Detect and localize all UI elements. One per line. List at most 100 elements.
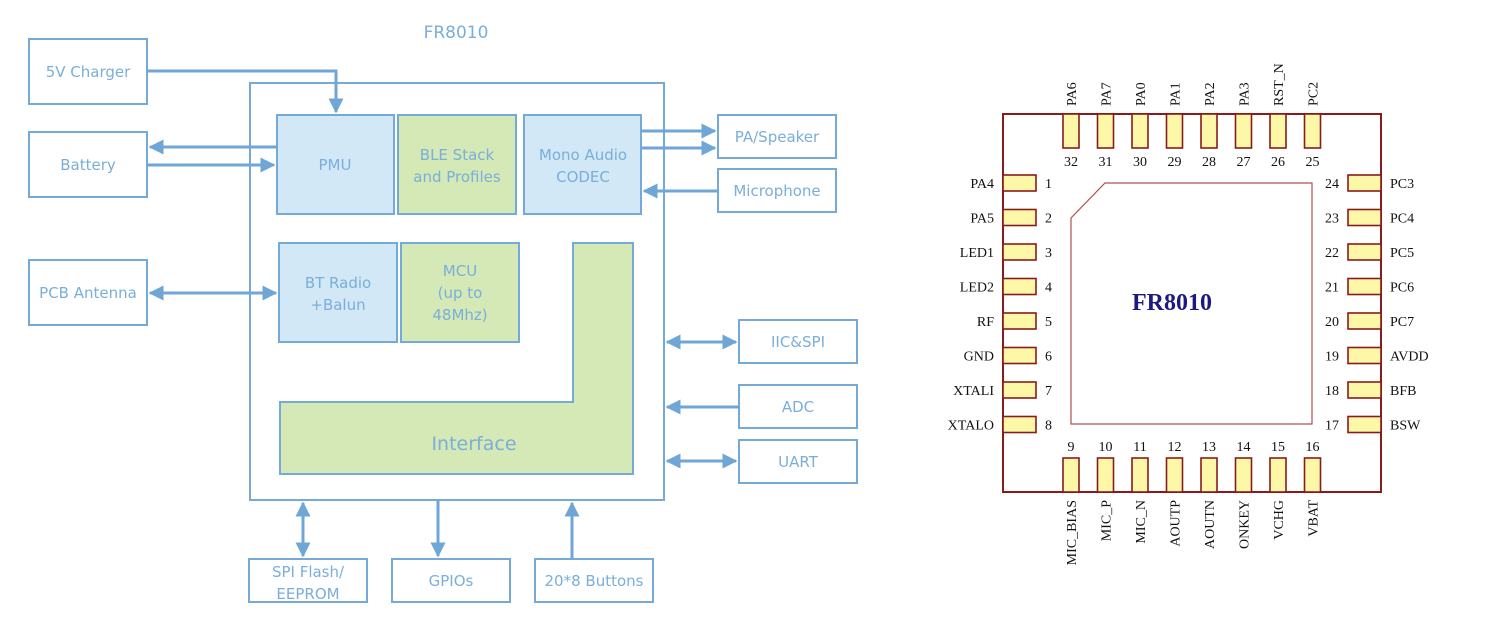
pin-pad <box>1096 457 1115 493</box>
pin-name: VCHG <box>1272 500 1287 540</box>
radio-label-line1: BT Radio <box>305 274 371 292</box>
pin-number: 9 <box>1068 440 1075 455</box>
pin-number: 31 <box>1099 155 1113 170</box>
pin-pad <box>1096 113 1115 149</box>
pin-pad <box>1002 381 1037 399</box>
spi-flash-label-line1: SPI Flash/ <box>272 563 345 581</box>
mcu-label-line3: 48Mhz) <box>432 306 487 324</box>
spi-flash-label-line2: EEPROM <box>276 585 339 603</box>
pin-name: MIC_BIAS <box>1065 500 1080 565</box>
pin-number: 3 <box>1045 246 1052 261</box>
pin-pad <box>1002 174 1037 192</box>
pin-name: RF <box>977 315 994 330</box>
pin-pad <box>1062 113 1080 149</box>
pin-pad <box>1002 346 1037 365</box>
ble-stack-block: BLE Stack and Profiles <box>397 114 517 215</box>
pin-name: BSW <box>1390 419 1421 434</box>
pin-number: 32 <box>1064 155 1078 170</box>
pin-10: MIC_P 10 <box>1096 440 1115 541</box>
pin-number: 30 <box>1133 155 1147 170</box>
pin-number: 28 <box>1202 155 1216 170</box>
codec-label-line2: CODEC <box>556 168 610 186</box>
pin-17: BSW 17 <box>1325 415 1421 434</box>
block-diagram-title: FR8010 <box>424 23 489 43</box>
pin-name: PC5 <box>1390 246 1414 261</box>
pin-pad <box>1347 346 1382 365</box>
pin-name: PA5 <box>970 212 994 227</box>
pin-pad <box>1062 457 1080 493</box>
antenna-label: PCB Antenna <box>39 284 137 302</box>
radio-label-line2: +Balun <box>310 296 365 314</box>
pin-pad <box>1165 457 1184 493</box>
charger-block: 5V Charger <box>28 38 148 105</box>
block-diagram: FR8010 PMU BLE Stack and Profiles Mono A… <box>28 23 858 603</box>
pin-number: 7 <box>1045 384 1052 399</box>
pin-number: 10 <box>1099 440 1113 455</box>
pin-pad <box>1002 243 1037 261</box>
pin-name: MIC_P <box>1100 500 1115 541</box>
pin-name: PC3 <box>1390 177 1414 192</box>
bt-radio-block: BT Radio +Balun <box>278 242 398 343</box>
chip-name: FR8010 <box>1132 290 1212 316</box>
pin-1: PA4 1 <box>970 174 1052 192</box>
pin-name: XTALI <box>953 384 994 399</box>
pin-pad <box>1347 277 1382 296</box>
pin-number: 2 <box>1045 212 1052 227</box>
pin-pad <box>1002 277 1037 296</box>
pin-number: 24 <box>1325 177 1339 192</box>
codec-label-line1: Mono Audio <box>539 146 627 164</box>
mcu-label-line2: (up to <box>438 284 483 302</box>
pin-number: 8 <box>1045 419 1052 434</box>
pin-pad <box>1347 415 1382 434</box>
pin-name: AOUTP <box>1169 500 1184 547</box>
pin-number: 27 <box>1237 155 1251 170</box>
pin-pad <box>1002 208 1037 227</box>
spi-flash-block: SPI Flash/ EEPROM <box>248 558 368 603</box>
pin-number: 12 <box>1168 440 1182 455</box>
pin-pad <box>1347 208 1382 227</box>
pin-name: PA1 <box>1169 82 1184 106</box>
pin-7: XTALI 7 <box>953 381 1052 399</box>
pin-pad <box>1234 113 1253 149</box>
pin-number: 1 <box>1045 177 1052 192</box>
charger-label: 5V Charger <box>46 63 131 81</box>
pin-pad <box>1347 381 1382 399</box>
pin-pad <box>1200 113 1218 149</box>
pin-pad <box>1269 113 1287 149</box>
pin-name: LED2 <box>960 281 994 296</box>
interface-block: Interface <box>279 242 634 475</box>
pin-number: 4 <box>1045 281 1052 296</box>
pin-name: GND <box>964 350 994 365</box>
pin-number: 18 <box>1325 384 1339 399</box>
ble-label-line2: and Profiles <box>413 168 501 186</box>
pin-number: 15 <box>1271 440 1285 455</box>
mcu-block: MCU (up to 48Mhz) <box>400 242 520 343</box>
pin-pad <box>1002 415 1037 434</box>
pin-name: PA6 <box>1065 82 1080 106</box>
buttons-block: 20*8 Buttons <box>534 558 654 603</box>
pin-number: 17 <box>1325 419 1339 434</box>
pin-pad <box>1303 113 1322 149</box>
pin-number: 20 <box>1325 315 1339 330</box>
pin-12: AOUTP 12 <box>1165 440 1184 547</box>
pin-pad <box>1303 457 1322 493</box>
pin-name: PA4 <box>970 177 994 192</box>
audio-codec-block: Mono Audio CODEC <box>523 114 642 215</box>
pin-number: 21 <box>1325 281 1339 296</box>
pin-name: PA7 <box>1100 82 1115 106</box>
pin-26: RST_N26 <box>1269 63 1287 170</box>
